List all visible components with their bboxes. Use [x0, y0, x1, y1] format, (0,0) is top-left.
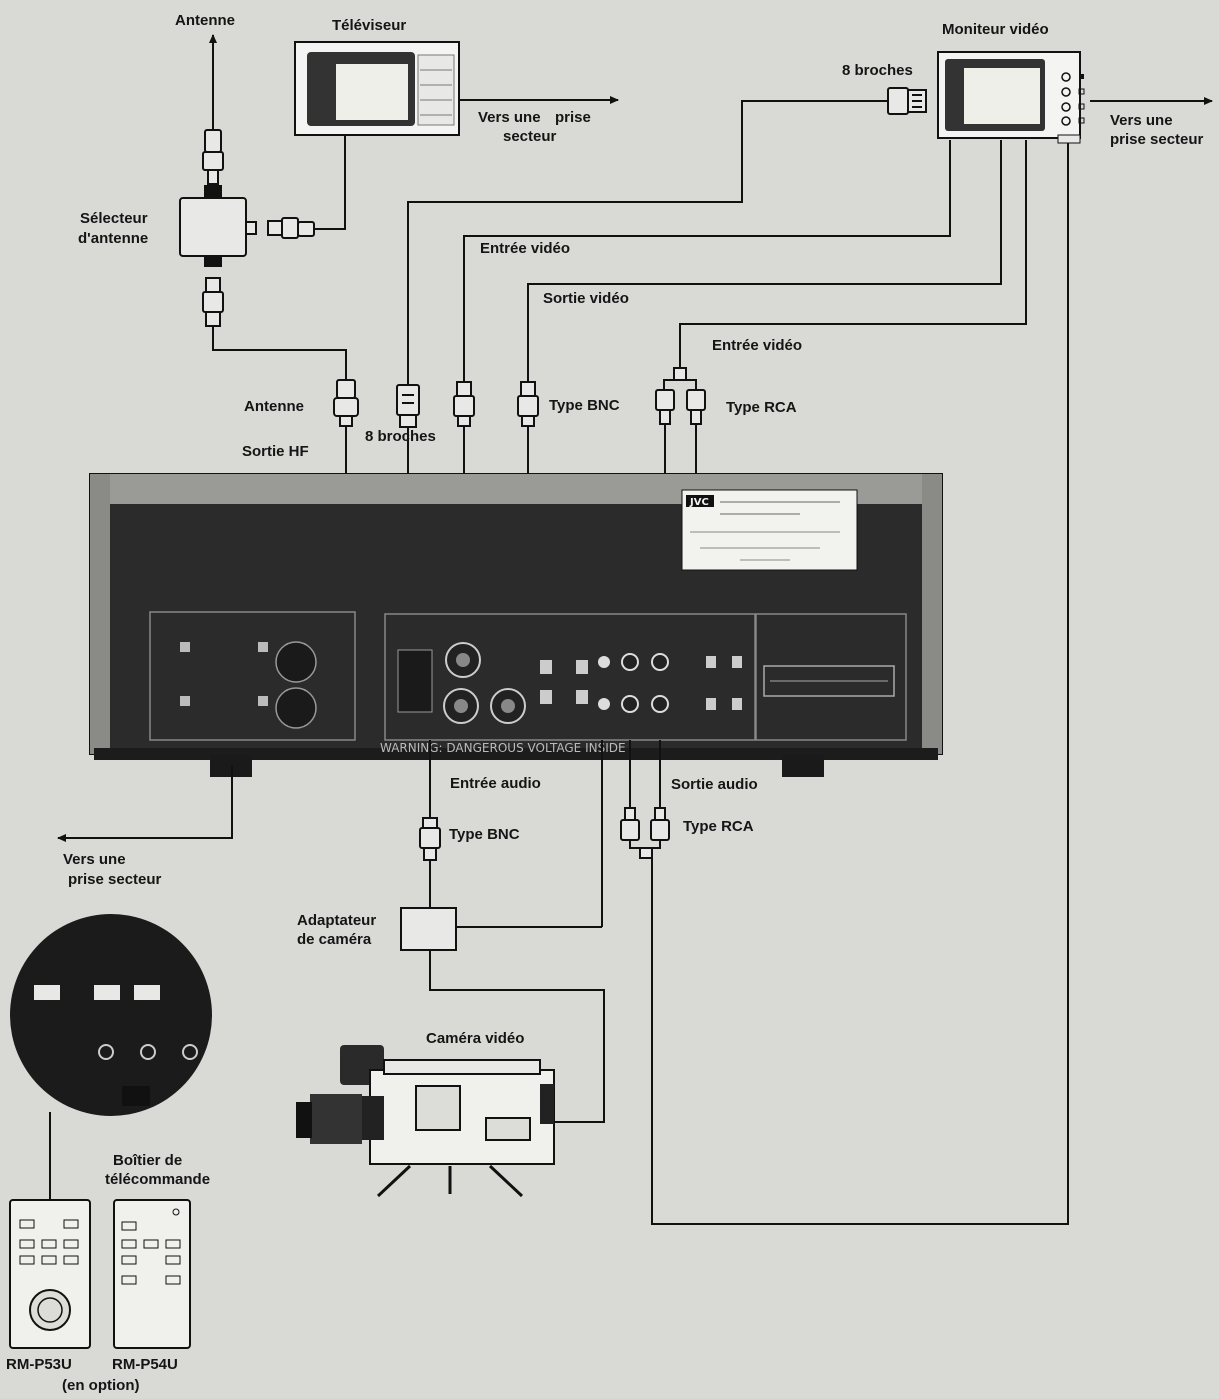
video-monitor-icon [937, 51, 1085, 144]
label-rm-p53u: RM-P53U [6, 1356, 72, 1373]
jvc-brand-text: JVC [689, 497, 709, 508]
label-sortie-video: Sortie vidéo [543, 290, 629, 307]
label-rm-p54u: RM-P54U [112, 1356, 178, 1373]
label-type-bnc-top: Type BNC [549, 397, 620, 414]
label-vers-prise-mon-1: Vers une [1110, 112, 1173, 129]
selector-tv-plug [267, 217, 315, 239]
television-icon [294, 41, 460, 136]
label-vers-prise-tv-1: Vers une [478, 109, 541, 126]
video-camera-icon [296, 1045, 555, 1198]
label-vers-prise-tv-3: secteur [503, 128, 557, 145]
label-en-option: (en option) [62, 1377, 140, 1394]
bnc-plug-audio [419, 817, 441, 861]
label-sortie-audio: Sortie audio [671, 776, 758, 793]
label-adaptateur-2: de caméra [297, 931, 372, 948]
remote-rm-p54u-icon [113, 1199, 191, 1349]
bnc-plug-video-out [517, 381, 539, 427]
label-entree-video-1: Entrée vidéo [480, 240, 571, 257]
label-sortie-hf: Sortie HF [242, 443, 309, 460]
label-vers-prise-tv-2: prise [555, 109, 591, 126]
label-vers-prise-vcr-2: prise secteur [68, 871, 162, 888]
bnc-plug-video-in [453, 381, 475, 427]
label-type-rca-bottom: Type RCA [683, 818, 754, 835]
label-selecteur-2: d'antenne [78, 230, 149, 247]
adapter-to-camera-cable [429, 950, 605, 1123]
label-boitier-2: télécommande [105, 1171, 211, 1188]
label-moniteur-video: Moniteur vidéo [942, 21, 1049, 38]
eight-pin-plug-vcr [396, 384, 420, 428]
label-huit-broches-top: 8 broches [842, 62, 913, 79]
video-in-cable [463, 140, 951, 382]
monitor-audio-cable [651, 143, 1069, 1225]
label-entree-video-2: Entrée vidéo [712, 337, 803, 354]
remote-zoom-circle-icon [10, 914, 212, 1116]
rca-video-cable [679, 140, 1027, 372]
label-huit-broches-mid: 8 broches [365, 428, 436, 445]
label-televiseur: Téléviseur [332, 17, 407, 34]
remote-rm-p53u-icon [9, 1199, 91, 1349]
vcr-warning-text: WARNING: DANGEROUS VOLTAGE INSIDE [380, 741, 626, 755]
antenna-selector-box [179, 185, 257, 267]
tv-antenna-cable [314, 135, 346, 230]
eight-pin-cable [407, 100, 888, 385]
rca-plug-pair-bottom [620, 807, 670, 859]
vcr-power-arrow [57, 765, 233, 842]
antenna-to-vcr-cable [212, 326, 347, 380]
camera-adapter-box [400, 907, 457, 951]
vcr-back-panel [89, 473, 943, 777]
label-type-rca-top: Type RCA [726, 399, 797, 416]
antenna-plug-vcr [333, 379, 359, 427]
label-vers-prise-vcr-1: Vers une [63, 851, 126, 868]
label-entree-audio: Entrée audio [450, 775, 541, 792]
rca-plug-pair-top [655, 367, 706, 425]
label-type-bnc-bottom: Type BNC [449, 826, 520, 843]
label-boitier-1: Boîtier de [113, 1152, 183, 1169]
label-camera-video: Caméra vidéo [426, 1030, 525, 1047]
label-adaptateur-1: Adaptateur [297, 912, 377, 929]
video-out-cable [527, 140, 1002, 382]
label-antenne-top: Antenne [175, 12, 235, 29]
eight-pin-connector-top [887, 87, 927, 115]
label-vers-prise-mon-2: prise secteur [1110, 131, 1204, 148]
label-selecteur-1: Sélecteur [80, 210, 148, 227]
label-antenne-mid: Antenne [244, 398, 304, 415]
antenna-plug-top [202, 129, 224, 185]
selector-bottom-plug [202, 277, 224, 327]
